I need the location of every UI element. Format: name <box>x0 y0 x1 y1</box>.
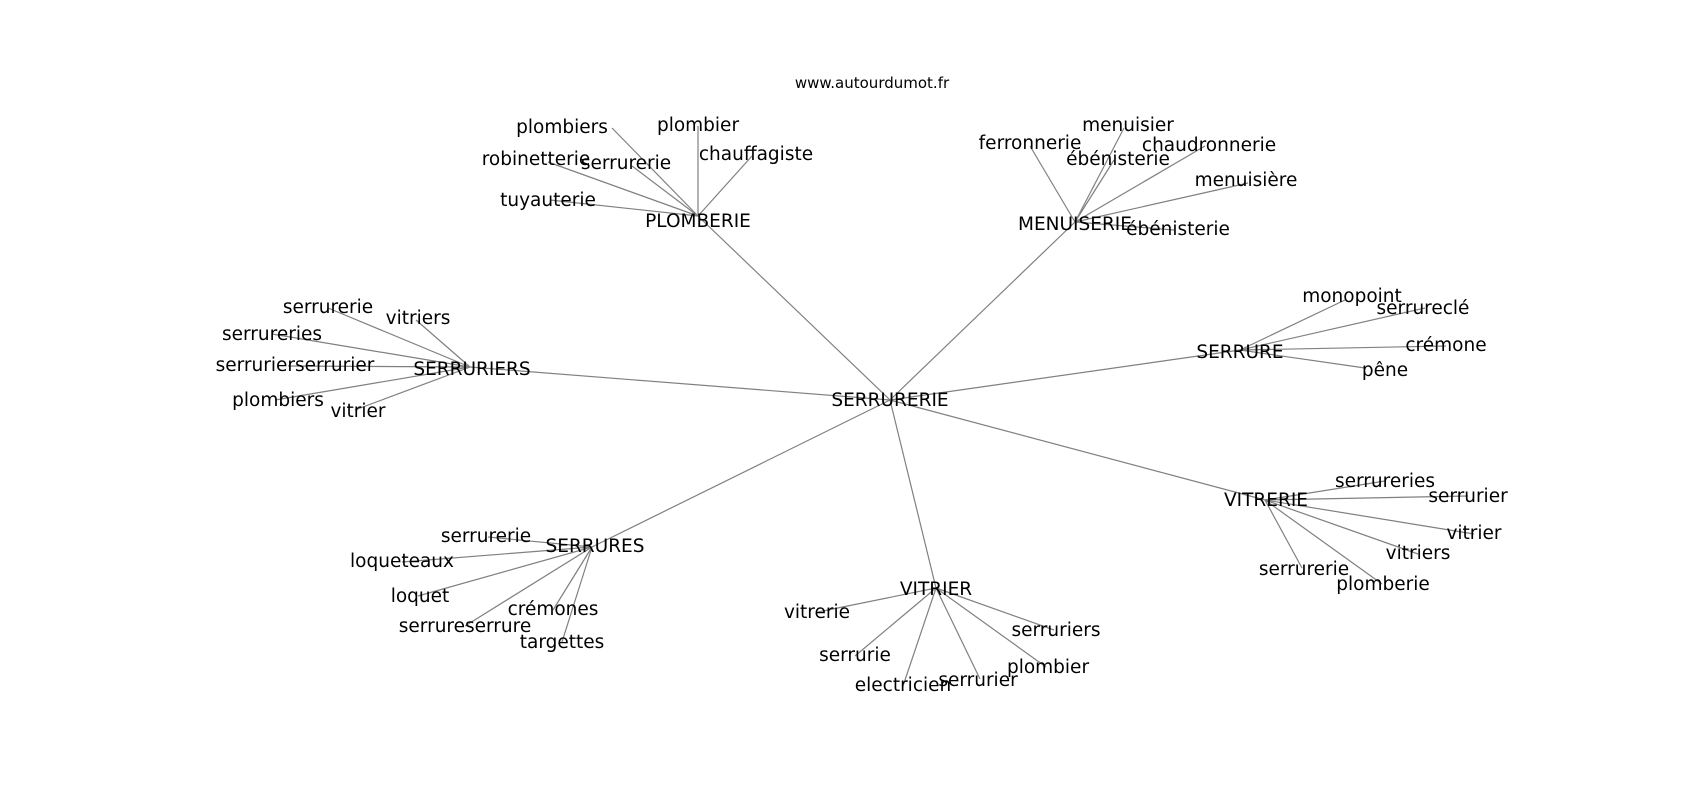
leaf-node-label: vitriers <box>1386 543 1451 564</box>
edge-root-to-vitrier <box>889 399 937 589</box>
edge-root-to-menuiserie <box>889 221 1076 401</box>
leaf-node-label: serrureclé <box>1377 298 1470 319</box>
edge-serruriers-child <box>271 333 471 368</box>
leaf-node-label: serrureries <box>222 324 322 345</box>
edge-serruriers-child <box>415 319 471 368</box>
leaf-node-label: targettes <box>520 632 605 653</box>
edge-vitrier-child <box>817 587 937 613</box>
leaf-node-label: serrurerie <box>581 153 671 174</box>
hub-node-label: VITRIER <box>900 579 972 600</box>
leaf-node-label: crémone <box>1405 335 1486 356</box>
leaf-node-label: vitrier <box>1446 523 1501 544</box>
leaf-node-label: plombiers <box>232 390 324 411</box>
edge-vitrerie-child <box>1264 499 1303 569</box>
leaf-node-label: tuyauterie <box>500 190 596 211</box>
leaf-node-label: plomberie <box>1336 574 1429 595</box>
leaf-node-label: robinetterie <box>482 149 591 170</box>
edge-serrures-child <box>561 546 593 643</box>
edge-serruriers-child <box>354 366 471 411</box>
leaf-node-label: plombier <box>657 115 739 136</box>
edge-menuiserie-child <box>1074 127 1125 223</box>
leaf-node-label: electricien <box>855 675 952 696</box>
edge-menuiserie-child <box>1074 182 1249 223</box>
edge-serruriers-child <box>274 366 471 401</box>
edge-serruriers-child <box>327 307 471 368</box>
edge-root-to-plomberie <box>697 215 891 401</box>
root-node-label: SERRURERIE <box>831 390 948 411</box>
leaf-node-label: chauffagiste <box>699 144 813 165</box>
edge-serrure-child <box>1239 307 1426 351</box>
edge-plomberie-child <box>697 155 753 217</box>
hub-node-label: SERRURES <box>546 536 645 557</box>
edge-root-to-serrures <box>591 399 891 548</box>
edge-menuiserie-child <box>1029 145 1076 223</box>
leaf-node-label: plombier <box>1007 657 1089 678</box>
edge-vitrerie-child <box>1264 495 1469 501</box>
leaf-node-label: menuisier <box>1082 115 1174 136</box>
leaf-node-label: vitriers <box>386 308 451 329</box>
edge-vitrier-child <box>935 587 1055 631</box>
edge-root-to-vitrerie <box>889 399 1266 501</box>
hub-node-label: PLOMBERIE <box>645 211 751 232</box>
edge-vitrerie-child <box>1264 499 1383 585</box>
edge-serrures-child <box>487 536 593 548</box>
edge-vitrerie-child <box>1264 499 1419 555</box>
edge-root-to-serrure <box>889 349 1241 401</box>
leaf-node-label: serrurerie <box>1259 559 1349 580</box>
leaf-node-label: menuisière <box>1195 170 1298 191</box>
leaf-node-label: loquet <box>391 586 450 607</box>
leaf-node-label: serrurerie <box>441 526 531 547</box>
leaf-node-label: serrureserrure <box>399 616 531 637</box>
edge-serrure-child <box>1239 299 1346 351</box>
watermark: www.autourdumot.fr <box>795 74 950 92</box>
edge-plomberie-child <box>611 127 699 217</box>
edge-menuiserie-child <box>1074 221 1175 231</box>
edge-serruriers-child <box>287 365 471 368</box>
edge-vitrerie-child <box>1264 499 1475 535</box>
leaf-node-label: serrurierserrurier <box>216 355 375 376</box>
edge-plomberie-child <box>631 165 699 217</box>
edge-serrure-child <box>1239 349 1366 369</box>
edge-vitrier-child <box>854 587 937 657</box>
leaf-node-label: serrurier <box>938 670 1018 691</box>
edge-serrure-child <box>1239 345 1447 351</box>
edge-serrures-child <box>417 546 593 597</box>
leaf-node-label: serruriers <box>1011 620 1100 641</box>
hub-node-label: SERRURIERS <box>413 359 530 380</box>
leaf-node-label: serrurie <box>819 645 891 666</box>
leaf-node-label: ébénisterie <box>1066 149 1170 170</box>
edge-plomberie-child <box>547 161 699 217</box>
edge-serrures-child <box>552 546 593 611</box>
edge-plomberie-child <box>549 199 699 217</box>
edge-vitrier-child <box>935 587 981 680</box>
graph-edges <box>271 126 1475 687</box>
leaf-node-label: serrurerie <box>283 297 373 318</box>
leaf-node-label: vitrier <box>330 401 385 422</box>
leaf-node-label: serrureries <box>1335 471 1435 492</box>
hub-node-label: MENUISERIE <box>1018 214 1132 235</box>
edge-root-to-serruriers <box>469 366 891 401</box>
leaf-node-label: chaudronnerie <box>1142 135 1276 156</box>
leaf-node-label: ferronnerie <box>979 133 1082 154</box>
leaf-node-label: vitrerie <box>784 602 850 623</box>
leaf-node-label: loqueteaux <box>350 551 454 572</box>
edge-vitrier-child <box>902 587 937 687</box>
leaf-node-label: pêne <box>1362 360 1408 381</box>
edge-serrures-child <box>464 546 593 627</box>
edge-vitrier-child <box>935 587 1047 668</box>
hub-node-label: SERRURE <box>1196 342 1283 363</box>
leaf-node-label: monopoint <box>1302 286 1402 307</box>
leaf-node-label: serrurier <box>1428 486 1508 507</box>
edge-serrures-child <box>401 546 593 563</box>
leaf-node-label: crémones <box>508 599 599 620</box>
leaf-node-label: plombiers <box>516 117 608 138</box>
leaf-node-label: ébénisterie <box>1126 219 1230 240</box>
edge-vitrerie-child <box>1264 480 1386 501</box>
graph-labels: SERRURERIE PLOMBERIE plombiers plombier robi… <box>216 115 1508 696</box>
edge-menuiserie-child <box>1074 145 1206 223</box>
edge-menuiserie-child <box>1074 159 1115 223</box>
hub-node-label: VITRERIE <box>1224 490 1308 511</box>
